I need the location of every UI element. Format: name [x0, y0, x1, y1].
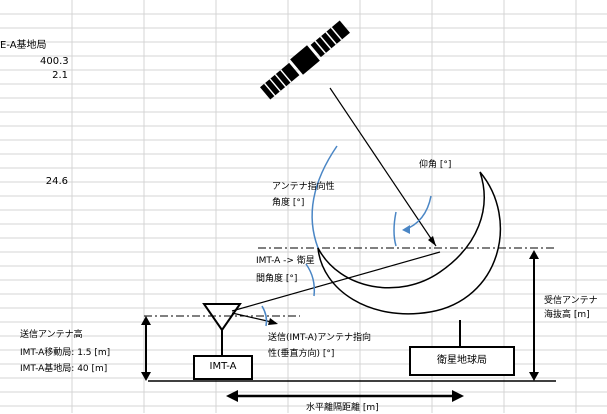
elevation-arc-head	[402, 225, 410, 234]
horizontal-distance-label: 水平離隔距離 [m]	[306, 403, 379, 413]
rx-height-label-2: 海抜高 [m]	[544, 310, 590, 320]
earth-station-box-label: 衛星地球局	[437, 355, 487, 366]
rx-height-label-1: 受信アンテナ	[544, 296, 598, 306]
rx-height-arrow-bottom	[529, 372, 539, 381]
cell-value-3[interactable]: 24.6	[45, 176, 68, 187]
elevation-label: 仰角 [°]	[419, 160, 452, 170]
satellite-line	[329, 87, 437, 247]
tx-direction-label-2: 性(垂直方向) [°]	[268, 349, 335, 359]
tx-direction-label-1: 送信(IMT-A)アンテナ指向	[268, 333, 371, 343]
tx-height-label: 送信アンテナ高	[20, 330, 83, 340]
imt-a-antenna-icon	[202, 303, 242, 332]
imt-to-sat-label-2: 間角度 [°]	[256, 274, 298, 284]
antenna-direction-arc	[311, 145, 338, 249]
horizontal-distance-arrow-right	[452, 390, 464, 402]
tx-height-arrow-top	[141, 316, 151, 325]
tx-direction-arc	[261, 305, 268, 327]
cell-header[interactable]: E-A基地局	[0, 40, 47, 51]
satellite-arrow-head	[428, 236, 436, 246]
horizontal-distance-arrow-left	[226, 390, 238, 402]
elevation-arc-inner	[393, 211, 397, 247]
tx-height-arrow-bottom	[141, 372, 151, 381]
antenna-direction-label-2: 角度 [°]	[272, 198, 305, 208]
tx-mobile-label: IMT-A移動局: 1.5 [m]	[20, 348, 111, 358]
tx-direction-arrow-head	[268, 318, 278, 325]
elevation-arc	[403, 195, 432, 231]
cell-value-2[interactable]: 2.1	[52, 70, 68, 81]
imt-to-sat-label-1: IMT-A -> 衛星	[256, 256, 315, 266]
tx-base-label: IMT-A基地局: 40 [m]	[20, 364, 108, 374]
dish-antenna	[317, 171, 502, 315]
imt-to-sat-line	[231, 251, 441, 312]
imt-a-box-label: IMT-A	[209, 361, 237, 372]
tx-direction-line	[231, 312, 277, 324]
satellite-icon	[260, 20, 350, 100]
rx-height-arrow-top	[529, 250, 539, 259]
earth-station-box	[409, 346, 515, 376]
cell-value-1[interactable]: 400.3	[40, 56, 69, 67]
imt-sat-angle-arc	[305, 263, 316, 297]
antenna-direction-label-1: アンテナ指向性	[272, 182, 335, 192]
